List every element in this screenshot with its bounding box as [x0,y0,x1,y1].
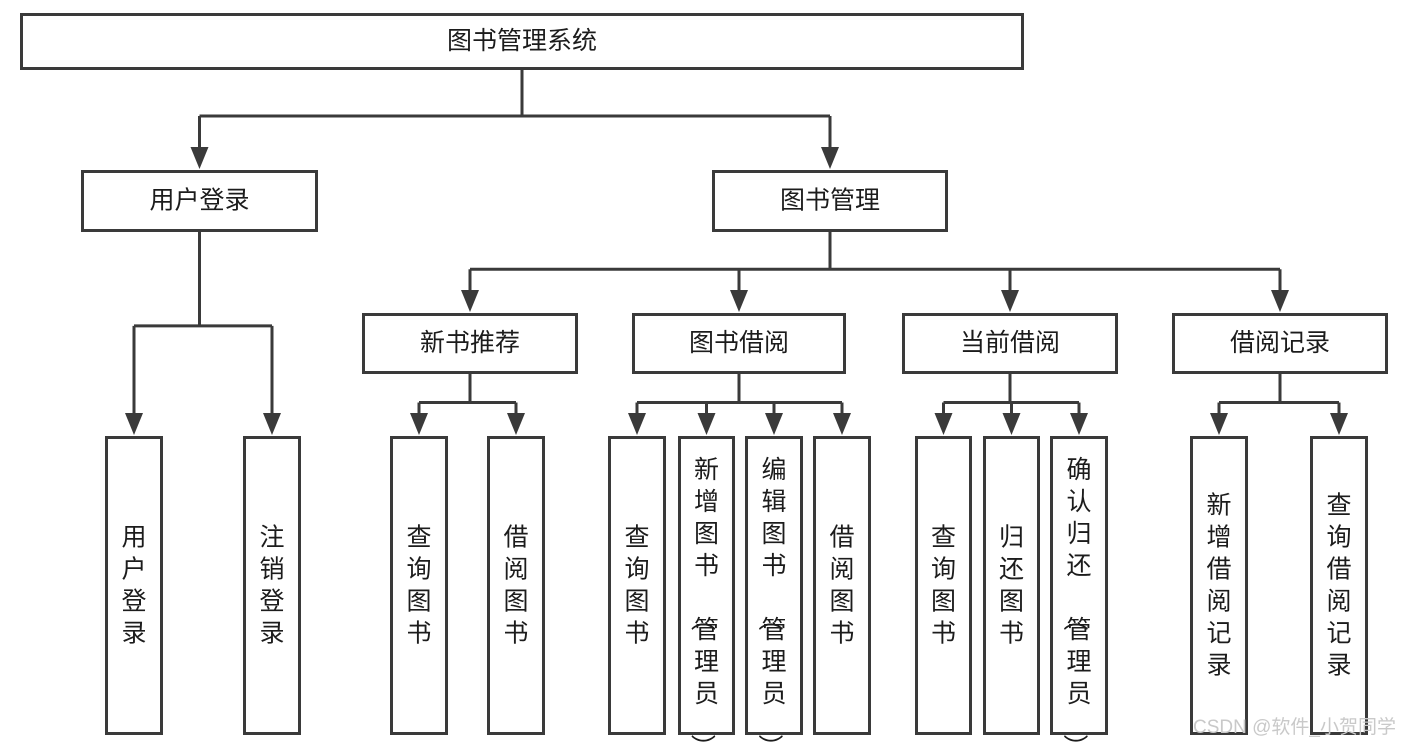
node-label: 图书管理系统 [447,27,597,55]
node-leaf-add-record[interactable]: 新增借阅记录 [1190,436,1248,735]
node-label: 新增图书（管理员） [688,456,719,747]
node-label: 当前借阅 [960,329,1060,357]
node-label: 用户登录 [149,187,249,215]
node-borrow-record[interactable]: 借阅记录 [1172,313,1388,374]
node-label: 查询图书 [406,524,431,648]
node-label: 图书借阅 [689,329,789,357]
node-label: 编辑图书（管理员） [755,456,786,747]
node-label: 用户登录 [121,524,146,648]
csdn-watermark: CSDN @软件_小贺同学 [1193,716,1396,738]
node-label: 归还图书 [999,524,1024,648]
node-leaf-query-record[interactable]: 查询借阅记录 [1310,436,1368,735]
node-leaf-return-book[interactable]: 归还图书 [983,436,1040,735]
node-label: 借阅记录 [1230,329,1330,357]
node-root-图书管理系统[interactable]: 图书管理系统 [20,13,1024,70]
node-label: 借阅图书 [503,524,528,648]
node-label: 新增借阅记录 [1206,492,1231,680]
node-leaf-user-login[interactable]: 用户登录 [105,436,163,735]
node-leaf-borrow-book-rec[interactable]: 借阅图书 [487,436,545,735]
node-leaf-add-book[interactable]: 新增图书（管理员） [678,436,735,747]
node-leaf-query-book-current[interactable]: 查询图书 [915,436,972,735]
node-leaf-edit-book[interactable]: 编辑图书（管理员） [745,436,803,747]
node-label: 借阅图书 [829,524,854,648]
node-leaf-borrow-book[interactable]: 借阅图书 [813,436,871,735]
connector-layer [125,70,1348,435]
node-current-borrow[interactable]: 当前借阅 [902,313,1118,374]
node-label: 查询借阅记录 [1326,492,1351,680]
node-label: 注销登录 [259,524,284,648]
node-leaf-query-book-borrow[interactable]: 查询图书 [608,436,666,735]
node-label: 图书管理 [780,187,880,215]
node-book-borrow[interactable]: 图书借阅 [632,313,846,374]
node-label: 查询图书 [931,524,956,648]
node-label: 查询图书 [624,524,649,648]
node-leaf-query-book-rec[interactable]: 查询图书 [390,436,448,735]
node-user-login[interactable]: 用户登录 [81,170,318,232]
node-label: 确认归还（管理员） [1060,456,1091,747]
node-new-book-rec[interactable]: 新书推荐 [362,313,578,374]
node-label: 新书推荐 [420,329,520,357]
node-leaf-confirm-return[interactable]: 确认归还（管理员） [1050,436,1108,747]
node-book-manage[interactable]: 图书管理 [712,170,948,232]
node-leaf-user-logout[interactable]: 注销登录 [243,436,301,735]
